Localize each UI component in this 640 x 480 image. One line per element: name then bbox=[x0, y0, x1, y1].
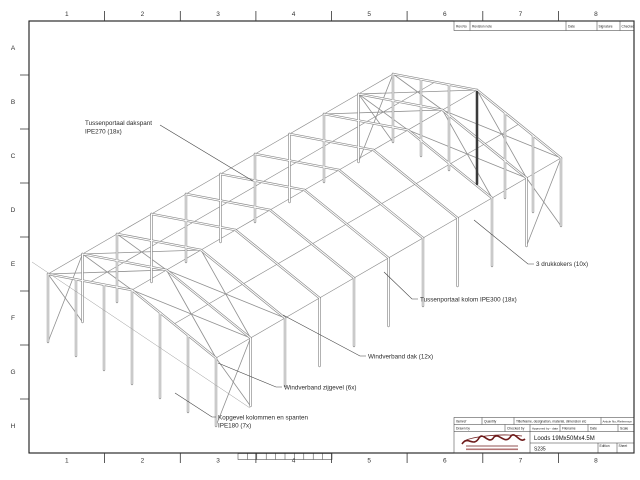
grid-col-label: 7 bbox=[519, 11, 523, 18]
tb-scale: Scale bbox=[620, 427, 628, 431]
label-windverband-zijgevel: Windverband zijgevel (6x) bbox=[284, 385, 356, 392]
grid-row-label: F bbox=[11, 315, 15, 322]
logo-scribble bbox=[461, 434, 526, 445]
top-grid-ticks bbox=[104, 11, 559, 21]
label-kopgevel-line2: IPE180 (7x) bbox=[218, 423, 251, 430]
grid-col-label: 5 bbox=[367, 458, 371, 465]
revision-table: Rev.No Revision note Date Signature Chec… bbox=[453, 20, 635, 31]
revision-col-revno: Rev.No bbox=[456, 25, 467, 29]
structure-bracing-lines bbox=[47, 73, 562, 427]
label-kopgevel-line1: Kopgevel kolommen en spanten bbox=[218, 415, 308, 422]
top-grid-labels: 1 2 3 4 5 6 7 8 bbox=[65, 11, 598, 18]
grid-row-label: D bbox=[11, 207, 16, 214]
scale-strip-dividers bbox=[247, 453, 323, 460]
grid-row-label: B bbox=[11, 99, 15, 106]
label-kolom: Tussenportaal kolom IPE300 (18x) bbox=[420, 297, 517, 304]
title-block-rowB-dividers bbox=[504, 424, 619, 432]
leader-windverband-dak bbox=[282, 314, 366, 357]
logo-scribble-2 bbox=[463, 434, 523, 447]
tb-date: Date bbox=[590, 427, 597, 431]
title-block-rowC-dividers bbox=[529, 431, 618, 453]
annotation-labels: Tussenportaal dakspant IPE270 (18x) 3 dr… bbox=[85, 120, 588, 430]
grid-col-label: 8 bbox=[594, 458, 598, 465]
left-grid-ticks bbox=[20, 74, 29, 400]
grid-row-label: G bbox=[10, 369, 15, 376]
title-block: Itemref Quantity Title/Name, designation… bbox=[453, 417, 635, 454]
grid-col-label: 6 bbox=[443, 458, 447, 465]
tb-title-name: Title/Name, designation, material, dimen… bbox=[516, 420, 587, 424]
company-logo-icon bbox=[461, 434, 526, 451]
tb-sheet: Sheet bbox=[619, 444, 628, 448]
grid-col-label: 3 bbox=[216, 11, 220, 18]
grid-col-label: 2 bbox=[141, 11, 145, 18]
tb-edition: Edition bbox=[600, 444, 610, 448]
tb-checked-by: Checked by bbox=[507, 427, 525, 431]
title-block-hlines bbox=[454, 424, 634, 444]
grid-row-label: E bbox=[11, 261, 16, 268]
revision-table-box bbox=[453, 20, 635, 31]
grid-col-label: 4 bbox=[292, 11, 296, 18]
grid-col-label: 1 bbox=[65, 458, 69, 465]
bottom-grid-labels: 1 2 3 4 5 6 7 8 bbox=[65, 458, 598, 465]
title-block-box bbox=[453, 417, 635, 454]
leader-kolom bbox=[383, 271, 418, 300]
label-dakspant-line1: Tussenportaal dakspant bbox=[85, 120, 152, 127]
revision-col-signature: Signature bbox=[599, 25, 613, 29]
grid-col-label: 2 bbox=[141, 458, 145, 465]
structure-longitudinal-lines bbox=[47, 73, 562, 359]
leader-dakspant bbox=[159, 124, 254, 182]
label-windverband-dak: Windverband dak (12x) bbox=[368, 354, 433, 361]
stray-construction-line bbox=[31, 261, 251, 409]
tb-article-no: Article No./Reference bbox=[603, 420, 633, 424]
leader-windverband-zijgevel bbox=[217, 362, 282, 388]
grid-col-label: 5 bbox=[367, 11, 371, 18]
leader-kopgevel bbox=[174, 392, 216, 418]
bottom-grid-ticks bbox=[104, 453, 559, 463]
grid-col-label: 3 bbox=[216, 458, 220, 465]
revision-col-note: Revision note bbox=[472, 25, 492, 29]
label-drukkokers: 3 drukkokers (10x) bbox=[536, 261, 588, 268]
scale-strip bbox=[237, 453, 333, 460]
grid-col-label: 8 bbox=[594, 11, 598, 18]
grid-col-label: 6 bbox=[443, 11, 447, 18]
grid-col-label: 4 bbox=[292, 458, 296, 465]
tb-approved-by: Approved by - date bbox=[532, 427, 558, 431]
tb-itemref: Itemref bbox=[456, 420, 466, 424]
left-grid-labels: A B C D E F G H bbox=[10, 45, 15, 430]
grid-col-label: 1 bbox=[65, 11, 69, 18]
tb-drawn-by: Drawn by bbox=[456, 427, 470, 431]
leader-drukkokers bbox=[473, 219, 534, 265]
grid-col-label: 7 bbox=[519, 458, 523, 465]
grid-row-label: A bbox=[11, 45, 16, 52]
grid-row-label: H bbox=[11, 423, 16, 430]
title-block-rowA-dividers bbox=[481, 417, 602, 425]
label-dakspant-line2: IPE270 (18x) bbox=[85, 129, 122, 136]
tb-material: S235 bbox=[534, 447, 546, 453]
tb-drawing-title: Loods 19Mx50Mx4.5M bbox=[534, 436, 595, 442]
revision-col-date: Date bbox=[568, 25, 575, 29]
grid-row-label: C bbox=[11, 153, 16, 160]
tb-quantity: Quantity bbox=[484, 420, 497, 424]
logo-subtext-strip bbox=[466, 448, 518, 451]
annotation-leaders bbox=[159, 124, 534, 418]
revision-table-dividers bbox=[469, 21, 621, 31]
tb-filename: Filename bbox=[562, 427, 576, 431]
revision-col-checked: Checked bbox=[622, 25, 635, 29]
